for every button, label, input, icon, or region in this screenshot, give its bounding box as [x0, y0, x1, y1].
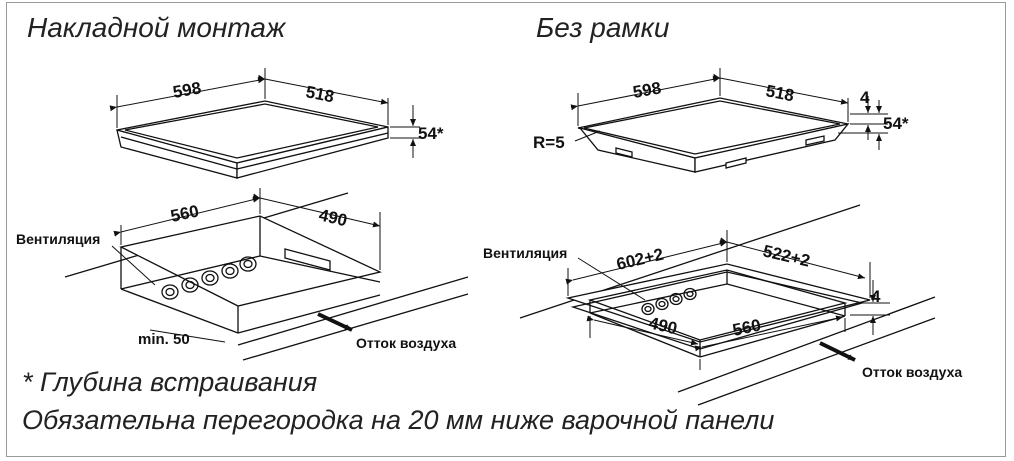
right-hob — [577, 97, 850, 173]
right-outer-depth: 522+2 — [761, 241, 812, 270]
title-surface-mount: Накладной монтаж — [27, 12, 286, 43]
left-hob — [116, 100, 389, 179]
title-frameless: Без рамки — [536, 12, 670, 43]
diagram-frame — [6, 2, 1006, 457]
right-ventilation-holes — [641, 287, 697, 316]
left-hob-width: 598 — [171, 78, 202, 102]
right-airflow-label: Отток воздуха — [862, 364, 962, 380]
right-radius: R=5 — [533, 133, 565, 152]
left-ventilation-holes — [161, 256, 257, 300]
note-partition: Обязательна перегородка на 20 мм ниже ва… — [22, 405, 775, 435]
right-recess-depth: 4 — [871, 287, 881, 306]
right-hob-width: 598 — [631, 78, 662, 102]
left-hob-dimensions — [109, 68, 420, 158]
left-airflow-arrow — [317, 312, 353, 332]
right-hob-dimensions — [570, 68, 888, 150]
left-hob-height: 54* — [418, 124, 444, 143]
right-lip-thickness: 4 — [860, 88, 870, 107]
left-min-gap-label: min. 50 — [138, 331, 190, 348]
right-airflow-arrow — [819, 341, 856, 362]
right-recess-dimensions — [565, 230, 890, 370]
right-outer-width: 602+2 — [615, 245, 666, 274]
left-hob-depth: 518 — [304, 82, 335, 106]
right-hob-height: 54* — [883, 114, 909, 133]
left-cutout-width: 560 — [169, 201, 201, 225]
right-hob-depth: 518 — [764, 81, 795, 105]
left-airflow-label: Отток воздуха — [356, 335, 456, 351]
left-cutout-depth: 490 — [317, 205, 349, 230]
right-ventilation-label: Вентиляция — [483, 245, 567, 261]
left-ventilation-label: Вентиляция — [16, 231, 100, 247]
note-installation-depth: * Глубина встраивания — [22, 367, 318, 397]
left-cutout-dimensions — [111, 188, 381, 343]
